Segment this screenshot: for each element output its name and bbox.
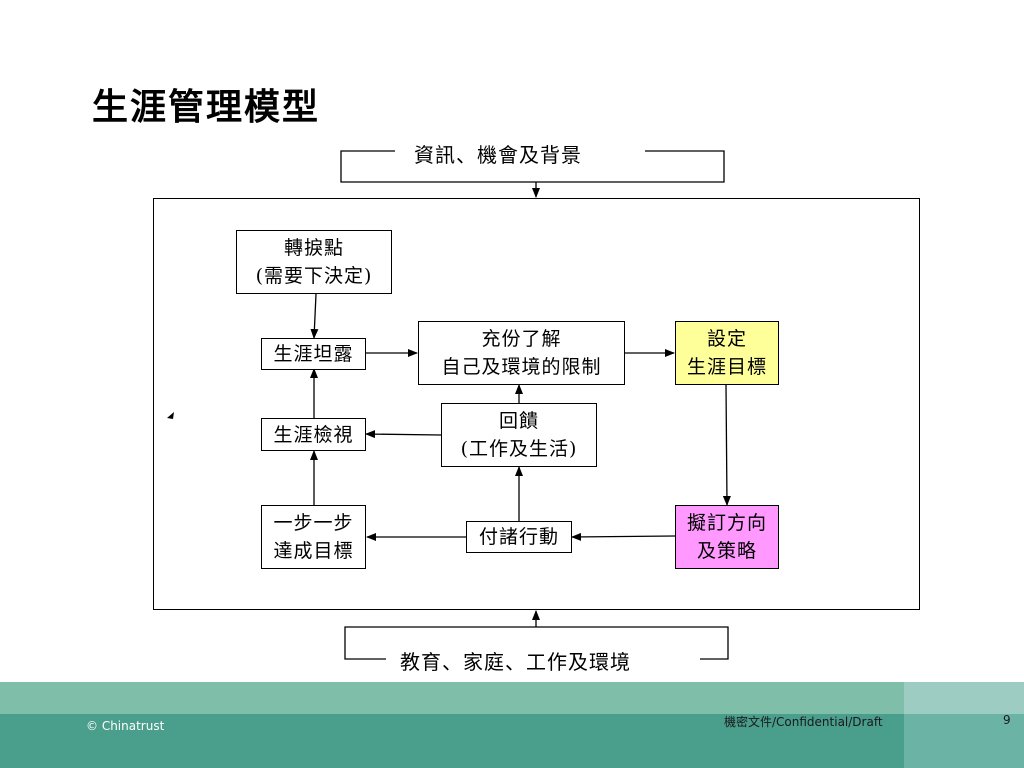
- stray-arrowhead: [167, 412, 174, 419]
- footer-corner-light: [904, 682, 1024, 714]
- footer-band-light: [0, 682, 1024, 714]
- node-plan-direction-line2: 及策略: [696, 540, 757, 562]
- arrow-plan-to-action: [571, 532, 676, 541]
- node-turning-point-line1: 轉捩點: [283, 237, 344, 259]
- footer-confidential: 機密文件/Confidential/Draft: [724, 715, 883, 729]
- slide-title: 生涯管理模型: [92, 86, 321, 128]
- node-feedback-line1: 回饋: [498, 410, 539, 432]
- node-career-review: 生涯檢視: [261, 418, 366, 451]
- node-take-action-line1: 付諸行動: [478, 526, 559, 548]
- node-plan-direction-line1: 擬訂方向: [686, 512, 767, 534]
- page-number: 9: [1003, 713, 1011, 727]
- node-feedback-line2: (工作及生活): [460, 438, 578, 460]
- node-feedback: 回饋 (工作及生活): [441, 403, 597, 467]
- node-career-exposure: 生涯坦露: [261, 338, 366, 370]
- arrow-goal-to-plan: [722, 384, 731, 506]
- node-set-goal-line1: 設定: [706, 328, 747, 350]
- arrow-turning-to-exposure: [310, 293, 319, 339]
- node-set-goal-line2: 生涯目標: [686, 356, 767, 378]
- node-understand-line1: 充份了解: [481, 328, 562, 350]
- node-plan-direction: 擬訂方向 及策略: [675, 505, 779, 569]
- node-understand-line2: 自己及環境的限制: [441, 356, 602, 378]
- node-career-exposure-line1: 生涯坦露: [273, 343, 354, 365]
- model-frame: [153, 198, 920, 610]
- footer-band-dark: [0, 714, 1024, 768]
- node-step-by-step-line1: 一步一步: [273, 512, 354, 534]
- footer-copyright: © Chinatrust: [86, 719, 165, 733]
- node-step-by-step-line2: 達成目標: [273, 540, 354, 562]
- node-understand: 充份了解 自己及環境的限制: [418, 321, 625, 385]
- node-turning-point-line2: (需要下決定): [255, 265, 373, 287]
- arrow-feedback-to-review: [365, 430, 442, 439]
- node-turning-point: 轉捩點 (需要下決定): [236, 230, 392, 294]
- node-take-action: 付諸行動: [466, 521, 572, 553]
- bottom-context-label: 教育、家庭、工作及環境: [386, 646, 645, 675]
- node-career-review-line1: 生涯檢視: [273, 423, 354, 446]
- node-step-by-step: 一步一步 達成目標: [261, 505, 366, 569]
- top-context-bracket: [340, 150, 725, 183]
- node-set-goal: 設定 生涯目標: [675, 321, 779, 385]
- footer-corner-dark: [904, 714, 1024, 768]
- top-context-label: 資訊、機會及背景: [400, 139, 596, 168]
